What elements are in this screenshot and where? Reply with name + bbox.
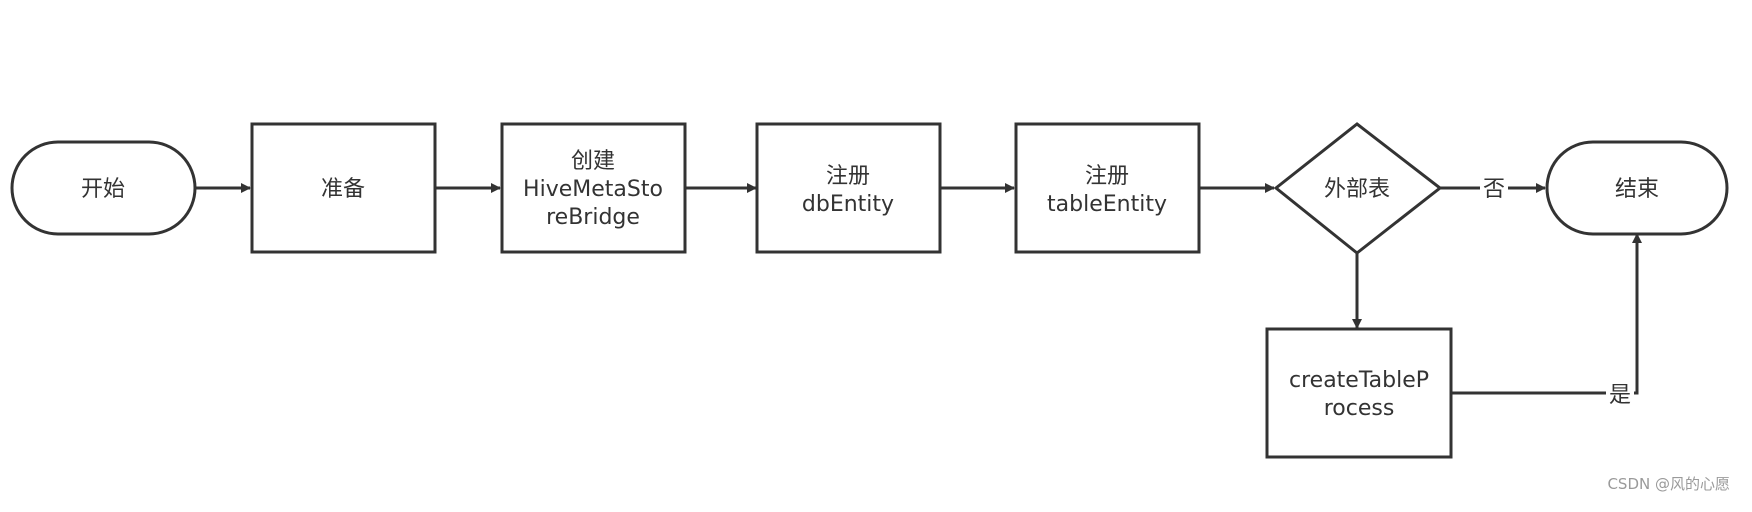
- register-db-node-label-line-1: 注册: [826, 164, 870, 189]
- register-table-node-label-line-2: tableEntity: [1047, 192, 1167, 217]
- edge-create-table-process-to-end: [1451, 233, 1642, 395]
- create-table-process-label-line-1: createTableP: [1289, 368, 1429, 393]
- end-node: [1545, 140, 1729, 236]
- create-bridge-node: [500, 122, 687, 254]
- watermark-text: CSDN @风的心愿: [1607, 475, 1730, 493]
- external-table-decision-label: 外部表: [1324, 177, 1390, 202]
- create-table-process-label-line-2: rocess: [1324, 396, 1395, 421]
- create-bridge-node-label-line-2: HiveMetaSto: [523, 177, 663, 202]
- start-node: [10, 140, 197, 236]
- register-db-node-label-line-2: dbEntity: [802, 192, 894, 217]
- end-node-label: 结束: [1615, 177, 1659, 202]
- create-table-process-node: [1265, 327, 1453, 459]
- prepare-node-label: 准备: [321, 177, 365, 202]
- prepare-node: [250, 122, 437, 254]
- register-table-node: [1014, 122, 1201, 254]
- register-db-node: [755, 122, 942, 254]
- edge-label-no: 否: [1483, 177, 1505, 202]
- external-table-decision-node: [1273, 122, 1443, 255]
- yes-label-background: [1606, 380, 1634, 408]
- edge-label-yes: 是: [1609, 383, 1631, 408]
- create-bridge-node-label-line-1: 创建: [571, 149, 615, 174]
- create-bridge-node-label-line-3: reBridge: [546, 205, 640, 230]
- no-label-background: [1480, 174, 1508, 202]
- start-node-label: 开始: [81, 177, 125, 202]
- register-table-node-label-line-1: 注册: [1085, 164, 1129, 189]
